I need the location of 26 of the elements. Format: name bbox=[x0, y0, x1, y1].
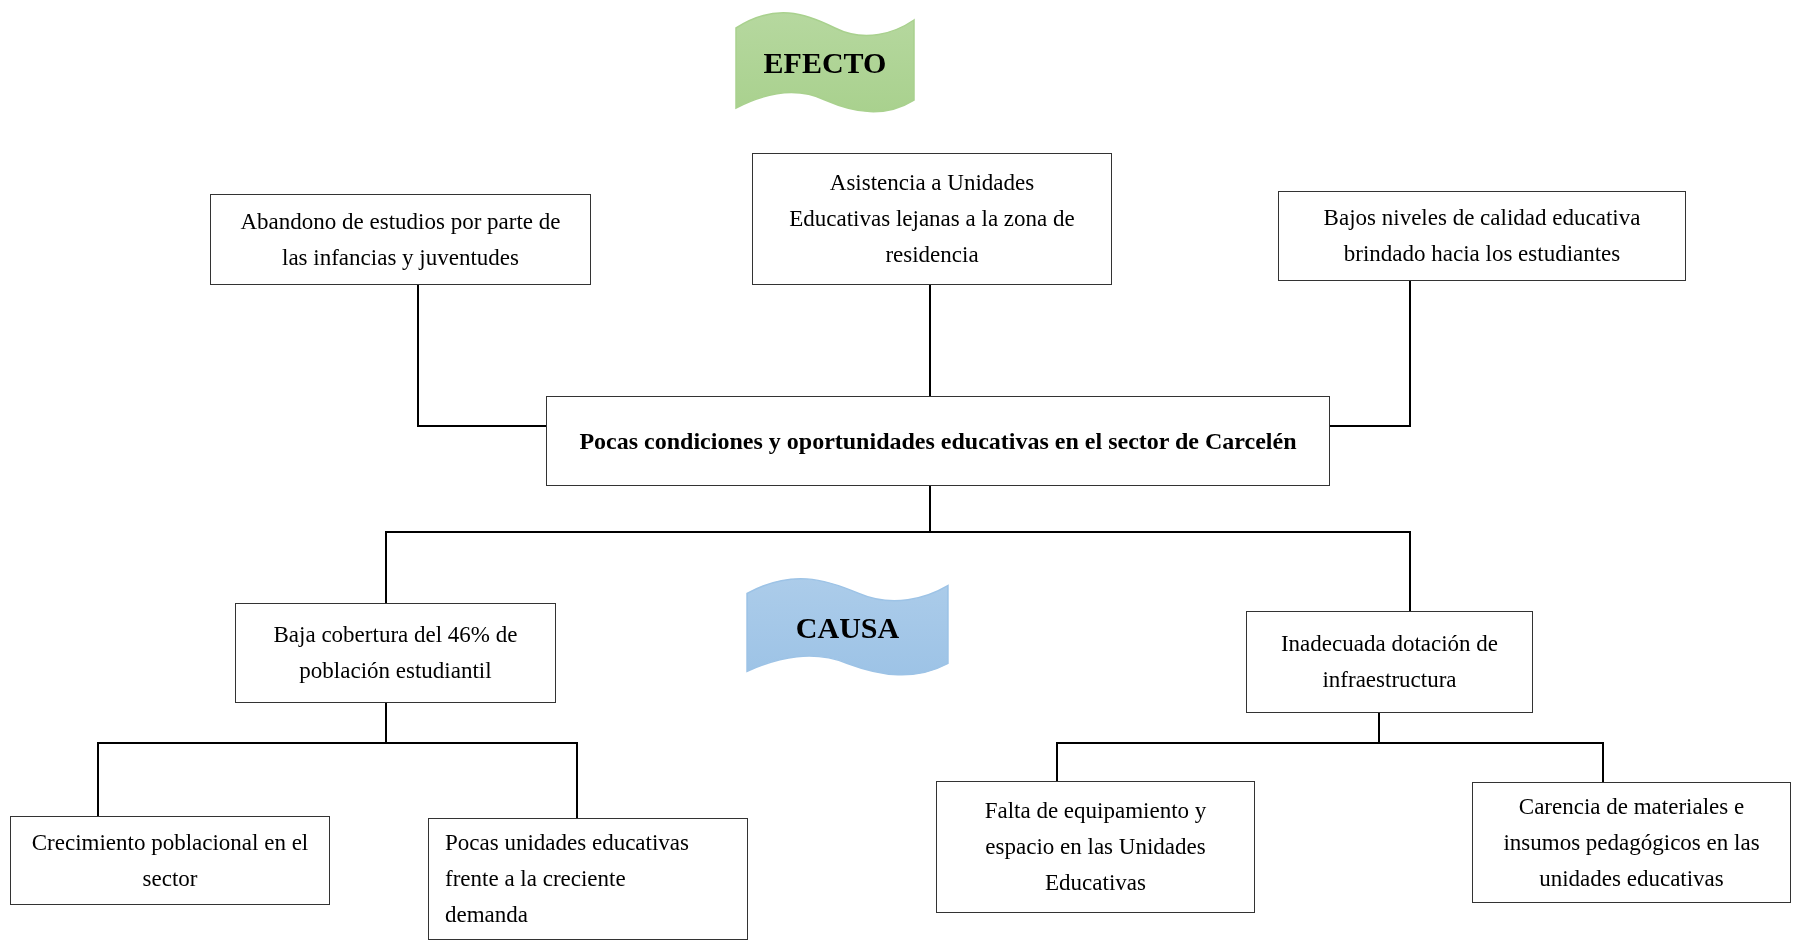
text-box bbox=[210, 194, 591, 285]
box-text: Inadecuada dotación de infraestructura bbox=[1279, 630, 1500, 694]
connector-line bbox=[417, 284, 547, 427]
box-text: Bajos niveles de calidad educativa brindado hacia los estudiantes bbox=[1322, 204, 1642, 268]
box-text: Pocas unidades educativas frente a la creciente demanda bbox=[445, 829, 690, 929]
box-text: Asistencia a Unidades Educativas lejanas a la zona de residencia bbox=[788, 169, 1076, 269]
box-text: Carencia de materiales e insumos pedagógicos en las unidades educativas bbox=[1502, 792, 1761, 893]
connector-line bbox=[1329, 280, 1411, 427]
text-box bbox=[10, 816, 330, 905]
connector-line bbox=[929, 284, 931, 397]
text-box bbox=[1246, 611, 1533, 713]
box-text: Abandono de estudios por parte de las infancias y juventudes bbox=[239, 207, 562, 272]
banner-label: CAUSA bbox=[795, 609, 900, 646]
text-box bbox=[1278, 191, 1686, 281]
box-text: Falta de equipamiento y espacio en las Unidades Educativas bbox=[983, 797, 1208, 897]
box-text: Crecimiento poblacional en el sector bbox=[30, 828, 310, 893]
text-box bbox=[936, 781, 1255, 913]
text-box bbox=[235, 603, 556, 703]
text-box bbox=[428, 818, 748, 940]
connector-line bbox=[385, 702, 578, 819]
text-box bbox=[1472, 782, 1791, 903]
banner-label: EFECTO bbox=[763, 45, 887, 81]
box-text: Pocas condiciones y oportunidades educativas en el sector de Carcelén bbox=[579, 427, 1297, 456]
text-box bbox=[752, 153, 1112, 285]
box-text: Baja cobertura del 46% de población estudiantil bbox=[272, 621, 519, 685]
problem-box bbox=[546, 396, 1330, 486]
